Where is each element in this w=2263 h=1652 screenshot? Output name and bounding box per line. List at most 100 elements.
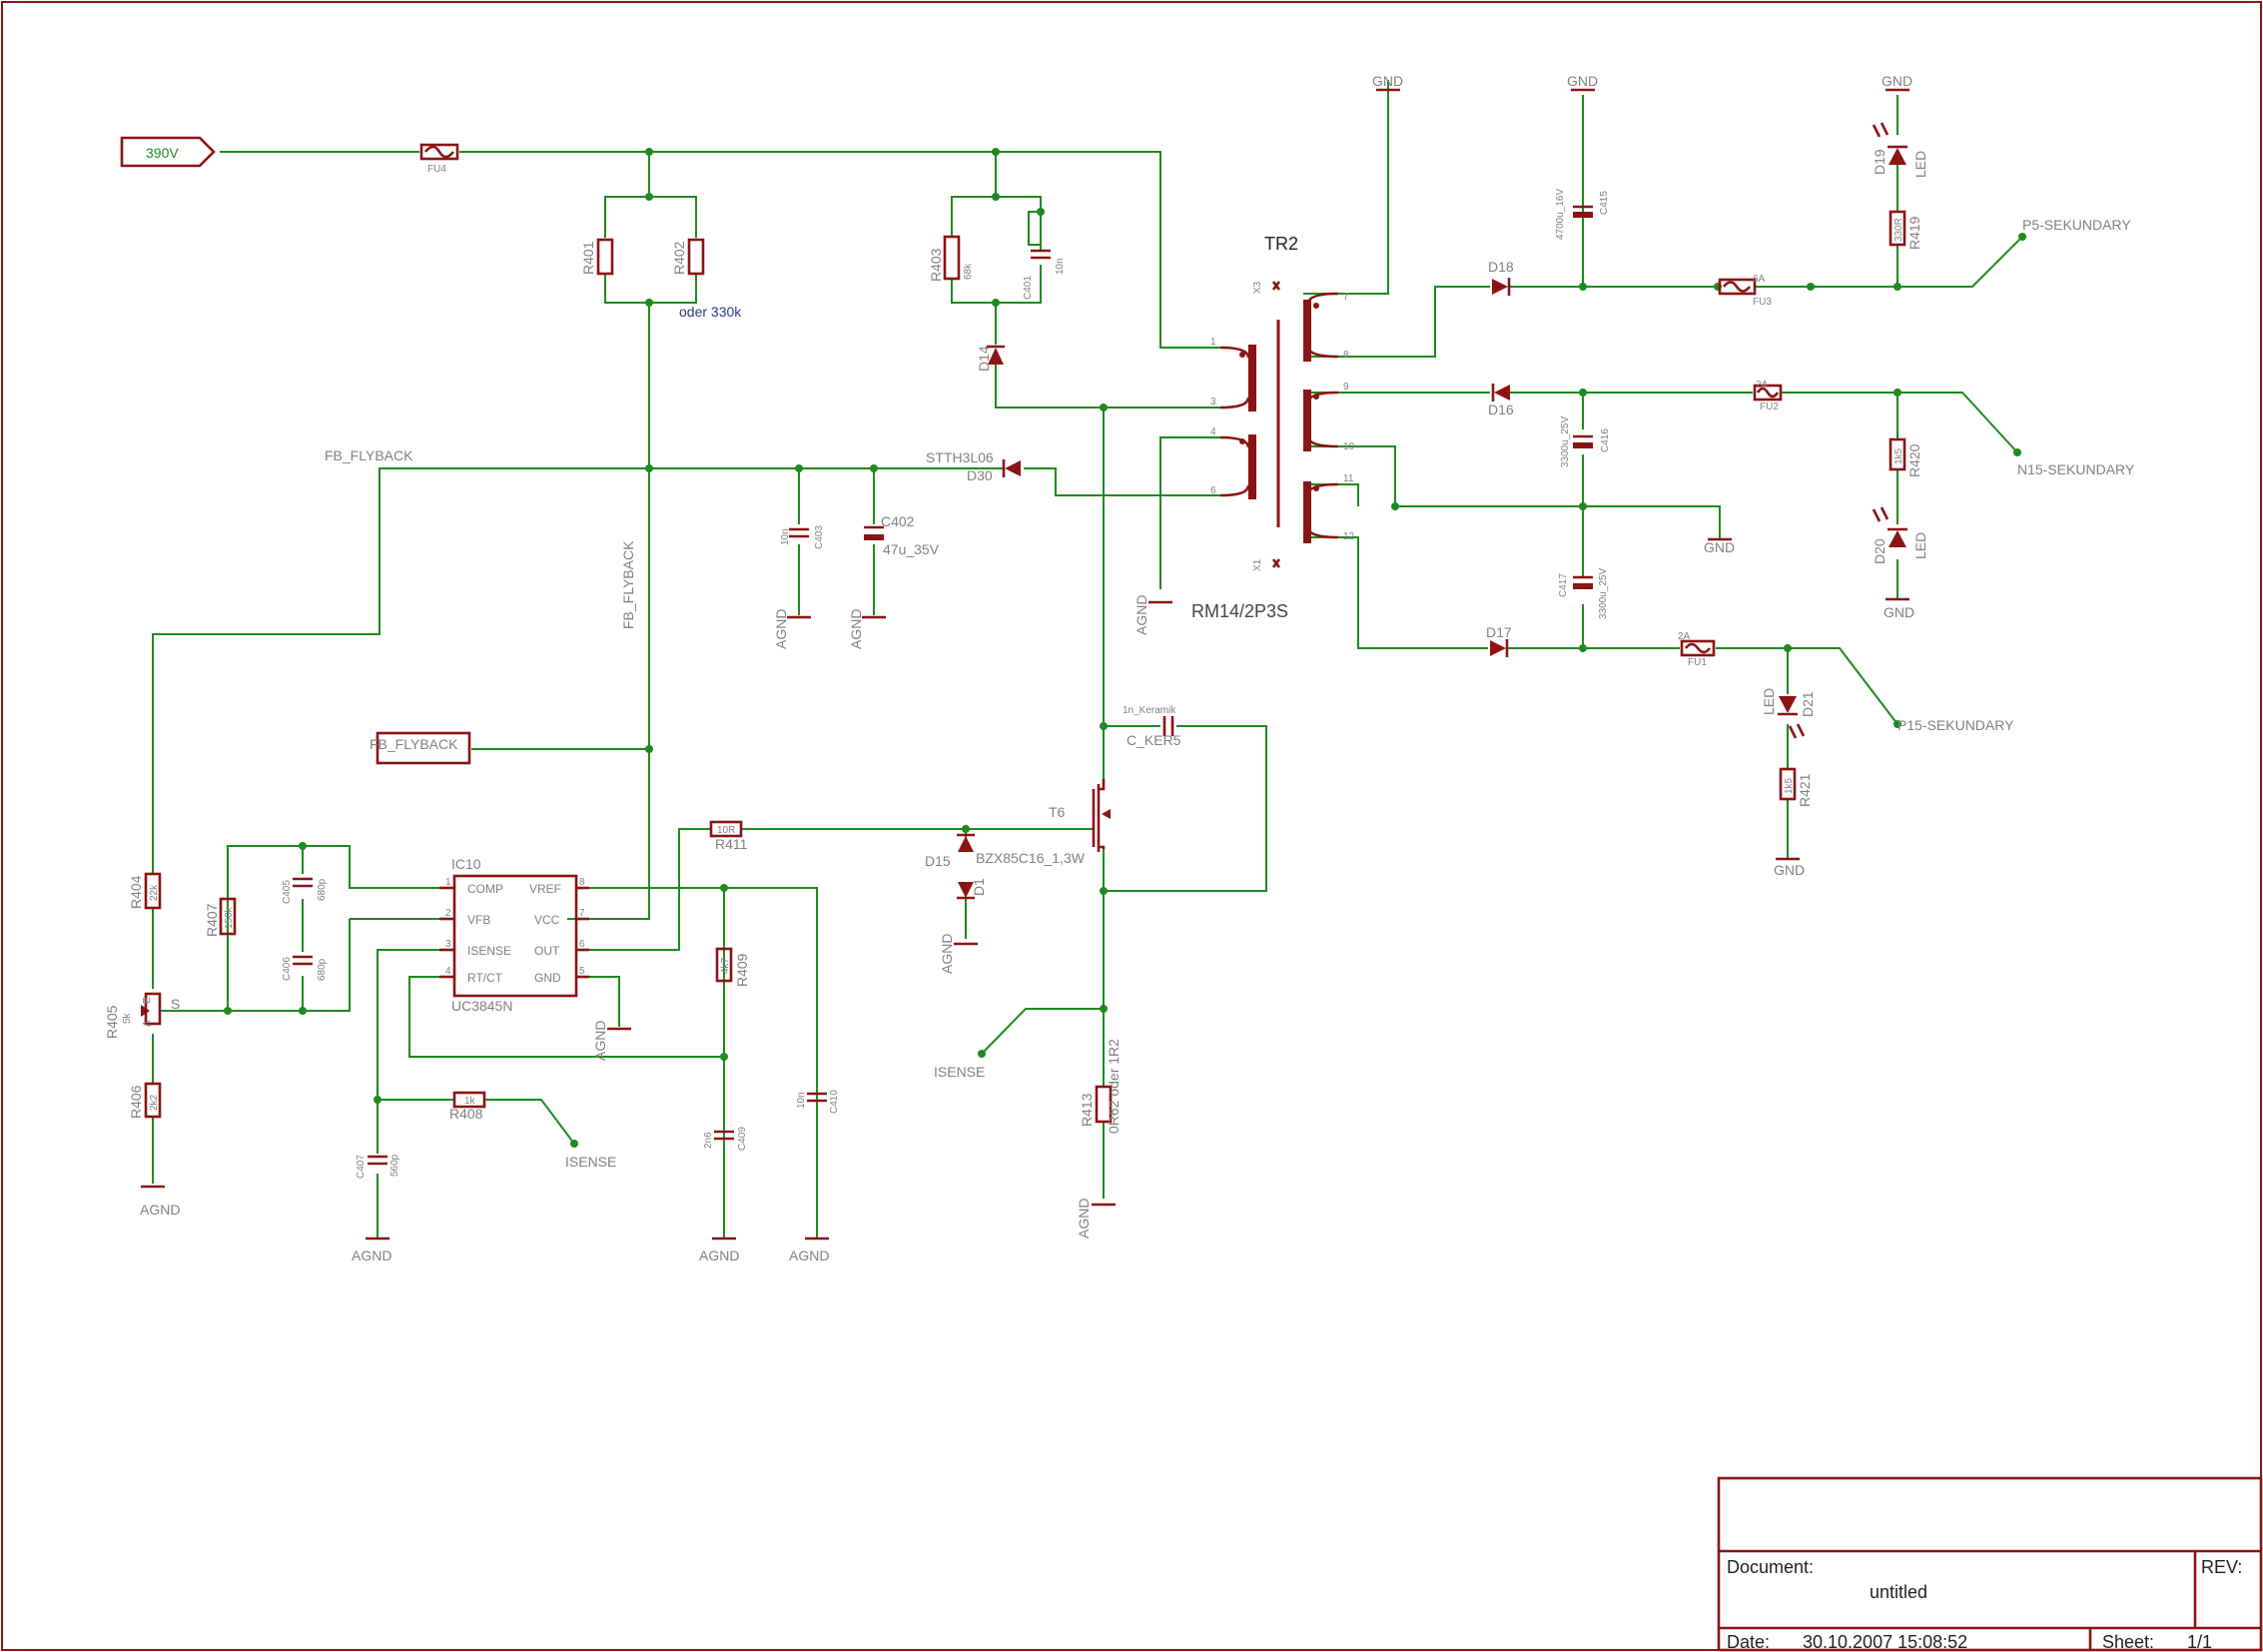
c402-label: C402 (881, 513, 915, 529)
d19-label: D19 (1872, 149, 1887, 175)
diode-d14 (987, 345, 1005, 365)
isense-label-left: ISENSE (565, 1154, 616, 1170)
resistor-r404 (144, 872, 162, 910)
r402-label: R402 (671, 241, 687, 275)
fu3-rating: 6A (1753, 274, 1766, 285)
r421-label: R421 (1797, 773, 1813, 807)
gnd-label-d21: GND (1774, 862, 1805, 878)
fu2-label: FU2 (1760, 402, 1779, 413)
c402-value: 47u_35V (883, 541, 940, 557)
d20-label: D20 (1872, 538, 1887, 564)
capacitor-c402-plate2 (864, 534, 884, 540)
r405-value: 5k (122, 1012, 133, 1024)
r421-value: 1k5 (1784, 777, 1795, 794)
fb-flyback-port-label: FB_FLYBACK (370, 736, 458, 752)
junctions (224, 148, 2026, 1148)
cker5-value: 1n_Keramik (1123, 705, 1176, 716)
title-block: Document: untitled REV: Date: 30.10.2007… (1717, 1476, 2263, 1652)
tr2-pin-12: 12 (1343, 531, 1355, 542)
n15-label: N15-SEKUNDARY (2017, 461, 2135, 477)
sheet-label: Sheet: (2102, 1632, 2154, 1652)
r406-value: 2k2 (149, 1094, 160, 1111)
ic-pin-num-7: 7 (579, 908, 585, 919)
r413-value: 0R62 oder 1R2 (1106, 1039, 1122, 1134)
c407-label: C407 (356, 1155, 367, 1179)
resistor-r421 (1779, 767, 1797, 801)
r404-value: 22k (149, 884, 160, 901)
diode-d30 (1002, 459, 1021, 477)
c415-label: C415 (1599, 191, 1610, 215)
tr2-pin-9: 9 (1343, 382, 1349, 393)
r419-label: R419 (1906, 216, 1922, 250)
stth-label: STTH3L06 (926, 449, 994, 465)
r409-label: R409 (734, 953, 750, 987)
agnd-label-c407: AGND (352, 1247, 391, 1263)
tr2-pin-8: 8 (1343, 350, 1349, 361)
tr2-pin-7: 7 (1343, 292, 1349, 303)
r420-label: R420 (1906, 443, 1922, 477)
tr2-marker-x3: X3 (1252, 281, 1263, 294)
ic-pin-vfb: VFB (467, 913, 490, 927)
ic-pin-isense: ISENSE (467, 944, 511, 958)
d1-label: D1 (971, 878, 987, 896)
resistor-r403 (943, 235, 961, 281)
ic-pin-out: OUT (534, 944, 560, 958)
diode-d17 (1490, 639, 1509, 657)
d21-type: LED (1761, 688, 1777, 715)
d19-type: LED (1912, 151, 1928, 178)
port-390v-label: 390V (146, 145, 179, 161)
d17-label: D17 (1486, 624, 1512, 640)
resistor-r420 (1888, 437, 1906, 471)
port-390v: 390V (120, 136, 216, 168)
fuse-fu1 (1680, 639, 1716, 657)
r405-wiper-s: S (171, 996, 180, 1012)
r408-value: 1k (464, 1096, 476, 1107)
sheet-value: 1/1 (2187, 1632, 2212, 1652)
diode-d18 (1492, 278, 1511, 296)
c410-value: 10n (796, 1092, 807, 1109)
ic-pin-num-2: 2 (445, 908, 451, 919)
d21-label: D21 (1800, 691, 1816, 717)
bzx-label: BZX85C16_1,3W (976, 850, 1086, 866)
tr2-pin-3: 3 (1210, 397, 1216, 408)
r405-label: R405 (104, 1005, 120, 1039)
resistor-r413 (1095, 1085, 1113, 1124)
ic-pin-num-5: 5 (579, 966, 585, 977)
fu1-rating: 2A (1678, 631, 1691, 642)
tr2-pin-1: 1 (1210, 337, 1216, 348)
agnd-label-c403: AGND (773, 609, 789, 649)
c401-value: 10n (1055, 258, 1066, 275)
ic-pin-num-4: 4 (445, 966, 451, 977)
led-d20 (1872, 506, 1907, 547)
ic-pin-rtct: RT/CT (467, 971, 503, 985)
fuse-fu3 (1718, 278, 1757, 296)
d20-type: LED (1912, 532, 1928, 559)
r403-value: 68k (963, 263, 974, 280)
resistor-r419 (1888, 210, 1906, 247)
wires (152, 80, 2023, 1239)
p15-label: P15-SEKUNDARY (1897, 717, 2014, 733)
c417-value: 3300u_25V (1598, 568, 1609, 619)
c417-label: C417 (1558, 573, 1569, 597)
tr2-pin-10: 10 (1343, 441, 1355, 452)
fuse-fu4: FU4 (419, 143, 459, 175)
d14-label: D14 (976, 346, 992, 372)
fu4-label: FU4 (427, 164, 446, 175)
c403-value: 10n (780, 528, 791, 545)
ic-pin-num-1: 1 (445, 877, 451, 888)
gnd-label-mid: GND (1704, 539, 1735, 555)
diode-d16 (1491, 384, 1510, 402)
r419-value: 330R (1893, 218, 1904, 242)
ic-pin-comp: COMP (467, 882, 503, 896)
r411-label: R411 (715, 836, 748, 852)
r408-label: R408 (449, 1106, 483, 1122)
gnd-label-2: GND (1567, 73, 1598, 89)
c403-label: C403 (814, 525, 825, 549)
r420-value: 1k5 (1893, 447, 1904, 464)
r409-value: 4k7 (720, 957, 731, 974)
agnd-label-c402: AGND (848, 609, 864, 649)
agnd-label-aux: AGND (1133, 595, 1149, 635)
date-value: 30.10.2007 15:08:52 (1803, 1632, 1967, 1652)
c416-label: C416 (1600, 428, 1611, 452)
fb-flyback-vertical-label: FB_FLYBACK (620, 540, 636, 629)
